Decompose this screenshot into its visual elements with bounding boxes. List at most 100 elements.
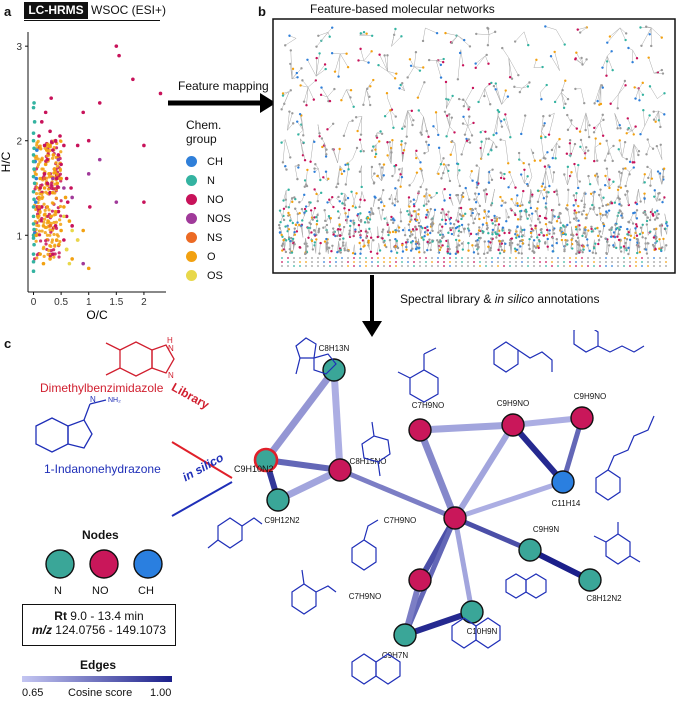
data-point [50, 209, 55, 213]
network-edge [311, 208, 316, 218]
network-edge [303, 87, 309, 102]
network-edge [406, 110, 408, 137]
network-edge [467, 125, 473, 136]
network-node [540, 136, 543, 140]
network-node [417, 224, 421, 228]
singleton-node [317, 265, 319, 267]
singleton-node [353, 261, 355, 263]
network-node [321, 145, 324, 149]
singleton-node [509, 257, 511, 259]
singleton-node [605, 265, 607, 267]
network-edge [493, 115, 499, 136]
network-edge [407, 197, 410, 207]
data-point-no [49, 96, 53, 100]
network-node [609, 102, 612, 105]
network-node [572, 194, 576, 197]
network-node [304, 209, 308, 213]
network-edge [351, 191, 355, 201]
data-point-n [31, 174, 36, 179]
network-node [452, 222, 456, 226]
network-edge [405, 239, 408, 248]
singleton-node [635, 265, 637, 267]
singleton-node [377, 261, 379, 263]
network-node [398, 87, 401, 90]
network-edge [549, 166, 554, 183]
dimethylbenzimidazole-structure: H N N [105, 336, 175, 380]
data-point-os [67, 261, 72, 266]
network-node [517, 151, 521, 155]
network-edge [363, 51, 372, 62]
network-node [538, 221, 542, 224]
network-node [548, 229, 551, 232]
data-point [47, 208, 51, 212]
singleton-node [449, 257, 451, 259]
network-node [374, 196, 377, 199]
query-node-label: C9H10N2 [234, 464, 274, 474]
network-node [370, 50, 373, 53]
network-node [296, 221, 299, 224]
network-edge [521, 82, 530, 89]
network-node-label: C8H12N2 [586, 594, 622, 603]
network-node [480, 140, 483, 143]
network-node [376, 252, 379, 255]
network-node [522, 162, 525, 165]
singleton-node [629, 261, 631, 263]
network-node-h [443, 506, 467, 530]
network-edge [508, 57, 511, 78]
legend-swatch [186, 213, 197, 224]
data-point [57, 255, 61, 259]
network-node [320, 86, 323, 89]
network-node [293, 243, 296, 246]
data-point [54, 220, 58, 224]
network-node [663, 113, 666, 116]
network-edge [638, 188, 641, 202]
network-edge [585, 227, 587, 238]
network-node [327, 215, 331, 218]
singleton-node [485, 265, 487, 267]
network-node [570, 119, 573, 122]
network-edge [442, 191, 445, 201]
network-node [627, 203, 631, 207]
network-node [487, 245, 490, 249]
network-node [620, 214, 623, 217]
data-point [42, 220, 46, 224]
singleton-node [305, 261, 307, 263]
network-node [548, 221, 551, 224]
network-node [434, 111, 438, 114]
network-node [554, 157, 557, 160]
network-node [472, 121, 475, 125]
network-node [575, 252, 578, 256]
network-edge [502, 47, 509, 58]
singleton-node [521, 261, 523, 263]
network-edge [315, 64, 326, 77]
network-edge [307, 87, 315, 100]
network-edge [581, 191, 586, 201]
network-node [281, 161, 285, 164]
network-node [288, 34, 291, 37]
data-point-o [48, 143, 52, 148]
singleton-node [599, 257, 601, 259]
network-node [380, 132, 384, 136]
network-node [617, 148, 620, 151]
network-node [439, 229, 442, 232]
network-node [527, 213, 531, 217]
network-node [504, 89, 507, 92]
network-node [457, 234, 460, 238]
network-edge [496, 115, 499, 134]
network-node [338, 147, 341, 151]
network-node [394, 237, 397, 241]
network-node [487, 215, 490, 218]
network-node [654, 237, 657, 241]
network-node [476, 252, 480, 256]
network-node [315, 238, 318, 241]
network-edge-q-a [263, 367, 337, 463]
network-node [314, 79, 318, 82]
data-point [46, 214, 50, 218]
network-node [547, 191, 550, 194]
network-node [656, 216, 659, 220]
network-node [608, 186, 611, 190]
network-edge [544, 209, 548, 219]
data-point-o [36, 214, 40, 219]
network-node [387, 230, 390, 233]
network-node [544, 242, 547, 245]
